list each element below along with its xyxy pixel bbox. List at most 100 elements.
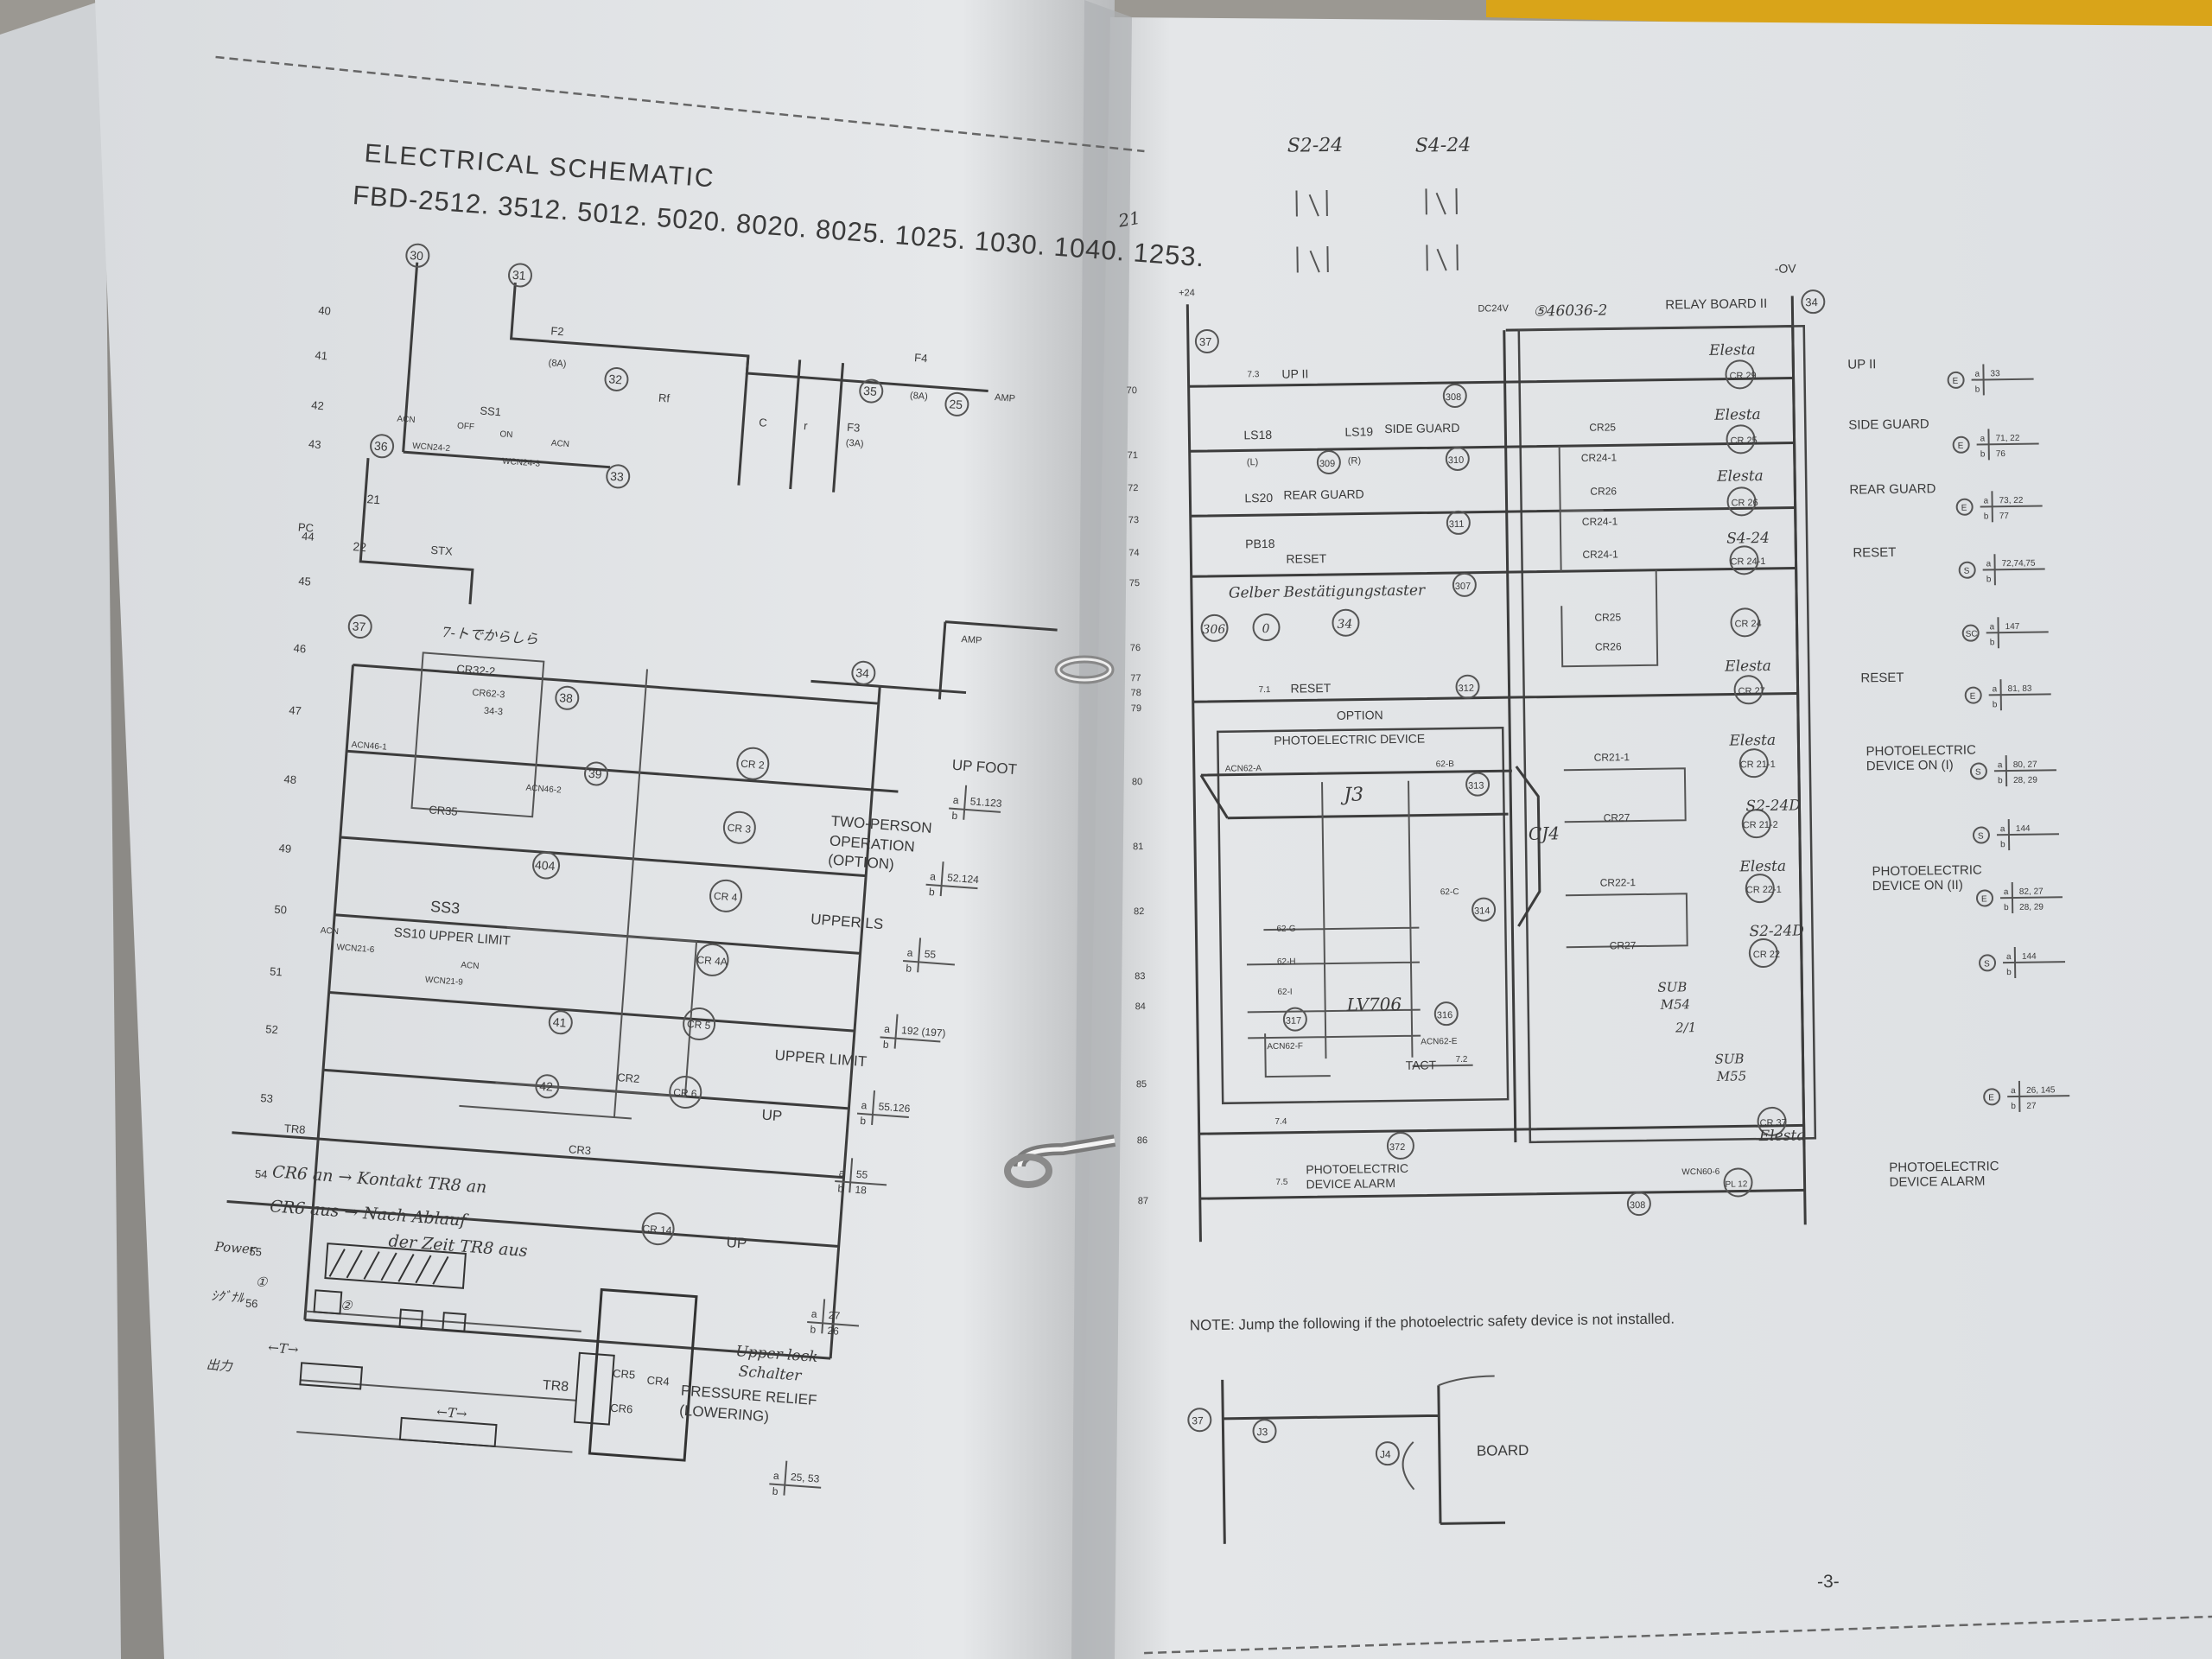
svg-text:SS3: SS3 [430,898,461,917]
svg-text:LS18: LS18 [1243,428,1272,442]
svg-text:Elesta: Elesta [1724,658,1771,676]
svg-text:ACN62-A: ACN62-A [1225,764,1262,774]
svg-text:Elesta: Elesta [1738,858,1786,876]
svg-text:71: 71 [1128,450,1138,461]
svg-text:47: 47 [289,703,302,717]
svg-text:CR 4A: CR 4A [696,954,728,969]
svg-text:32: 32 [608,372,623,386]
svg-text:a: a [2011,1086,2016,1096]
svg-text:62-B: 62-B [1436,760,1455,769]
svg-text:307: 307 [1455,582,1471,592]
svg-text:316: 316 [1437,1010,1453,1020]
svg-text:ACN46-1: ACN46-1 [351,741,387,753]
svg-text:CR 5: CR 5 [687,1018,712,1032]
dc24v: DC24V [1478,303,1509,315]
coil-cr6: CR 6 [669,1076,702,1109]
svg-text:CR62-3: CR62-3 [472,688,505,701]
coil-cr4a: CR 4A [696,943,729,976]
svg-text:SC: SC [1966,630,1978,639]
svg-text:REAR GUARD: REAR GUARD [1849,481,1936,497]
svg-text:70: 70 [1127,385,1137,396]
svg-text:LS19: LS19 [1344,424,1373,438]
svg-text:CR 21-2: CR 21-2 [1743,820,1778,831]
svg-text:34-3: 34-3 [484,706,504,718]
svg-text:PHOTOELECTRIC: PHOTOELECTRIC [1889,1159,1999,1175]
svg-text:55: 55 [855,1168,868,1181]
svg-text:36: 36 [374,439,389,454]
svg-text:72,74,75: 72,74,75 [2002,559,2037,569]
svg-text:PL 12: PL 12 [1726,1179,1748,1189]
svg-text:a: a [1990,622,1995,632]
svg-text:52: 52 [265,1022,279,1036]
svg-text:b: b [860,1115,867,1127]
svg-text:39: 39 [588,766,602,781]
svg-text:CR 37: CR 37 [1760,1118,1787,1128]
svg-text:144: 144 [2022,952,2037,962]
page-number: -3- [1817,1572,1840,1592]
svg-text:41: 41 [315,348,328,362]
svg-text:Power: Power [213,1239,257,1258]
svg-text:CR25: CR25 [1589,421,1616,433]
svg-text:CR 24-1: CR 24-1 [1730,556,1765,568]
binder-ring-bottom [1004,1135,1116,1188]
svg-text:42: 42 [539,1079,554,1094]
margin-hand-21: 21 [1116,207,1141,232]
svg-text:CR26: CR26 [1595,640,1622,652]
svg-text:a: a [1983,496,1988,505]
svg-text:M55: M55 [1716,1068,1747,1084]
svg-text:C: C [759,416,767,429]
svg-text:52.124: 52.124 [947,872,980,887]
svg-text:CR 4: CR 4 [713,890,738,904]
svg-text:a: a [2004,887,2009,897]
svg-text:(R): (R) [1348,456,1361,467]
svg-text:Elesta: Elesta [1758,1127,1806,1145]
svg-text:②: ② [340,1297,353,1313]
svg-text:E: E [1953,377,1959,386]
svg-text:37: 37 [352,619,366,633]
svg-text:OFF: OFF [457,422,475,432]
svg-text:a: a [906,946,913,958]
svg-text:CR 21-1: CR 21-1 [1740,760,1776,771]
svg-text:UP: UP [761,1107,783,1125]
svg-text:34: 34 [855,665,870,680]
svg-text:b: b [1986,575,1992,584]
svg-text:b: b [810,1323,817,1335]
svg-text:76: 76 [1996,449,2006,459]
svg-text:SS1: SS1 [480,404,502,419]
svg-text:a: a [773,1470,780,1482]
svg-text:55: 55 [249,1245,263,1259]
svg-text:CR6: CR6 [610,1402,633,1416]
svg-text:CR27: CR27 [1610,939,1637,951]
svg-text:WCN60-6: WCN60-6 [1681,1167,1719,1178]
svg-text:b: b [1990,638,1995,647]
svg-text:38: 38 [559,690,574,705]
svg-text:b: b [1993,700,1998,709]
svg-text:192 (197): 192 (197) [901,1024,946,1039]
coil-cr37: CR 37 [1757,1106,1787,1136]
svg-text:Elesta: Elesta [1716,467,1764,486]
svg-text:LV706: LV706 [1345,994,1402,1015]
svg-text:b: b [837,1182,844,1194]
svg-text:25: 25 [949,397,963,411]
svg-text:E: E [1961,504,1967,513]
svg-text:37: 37 [1192,1414,1204,1427]
svg-text:S: S [1978,831,1984,841]
svg-text:M54: M54 [1660,996,1691,1012]
svg-text:312: 312 [1458,683,1474,694]
svg-text:28, 29: 28, 29 [2013,776,2037,785]
svg-text:82, 27: 82, 27 [2019,887,2044,897]
timing-chart [296,1243,582,1453]
svg-text:ｼｸﾞﾅﾙ: ｼｸﾞﾅﾙ [211,1287,245,1306]
svg-text:78: 78 [1130,688,1141,698]
svg-text:b: b [772,1485,779,1497]
photoelectric-device-box [1216,726,1510,1105]
svg-text:STX: STX [430,543,454,558]
svg-text:31: 31 [512,268,526,283]
svg-text:DEVICE ALARM: DEVICE ALARM [1306,1176,1395,1191]
svg-text:76: 76 [1130,643,1141,653]
svg-text:a: a [1998,760,2003,770]
svg-text:b: b [2000,840,2005,849]
svg-text:S: S [1984,959,1990,969]
